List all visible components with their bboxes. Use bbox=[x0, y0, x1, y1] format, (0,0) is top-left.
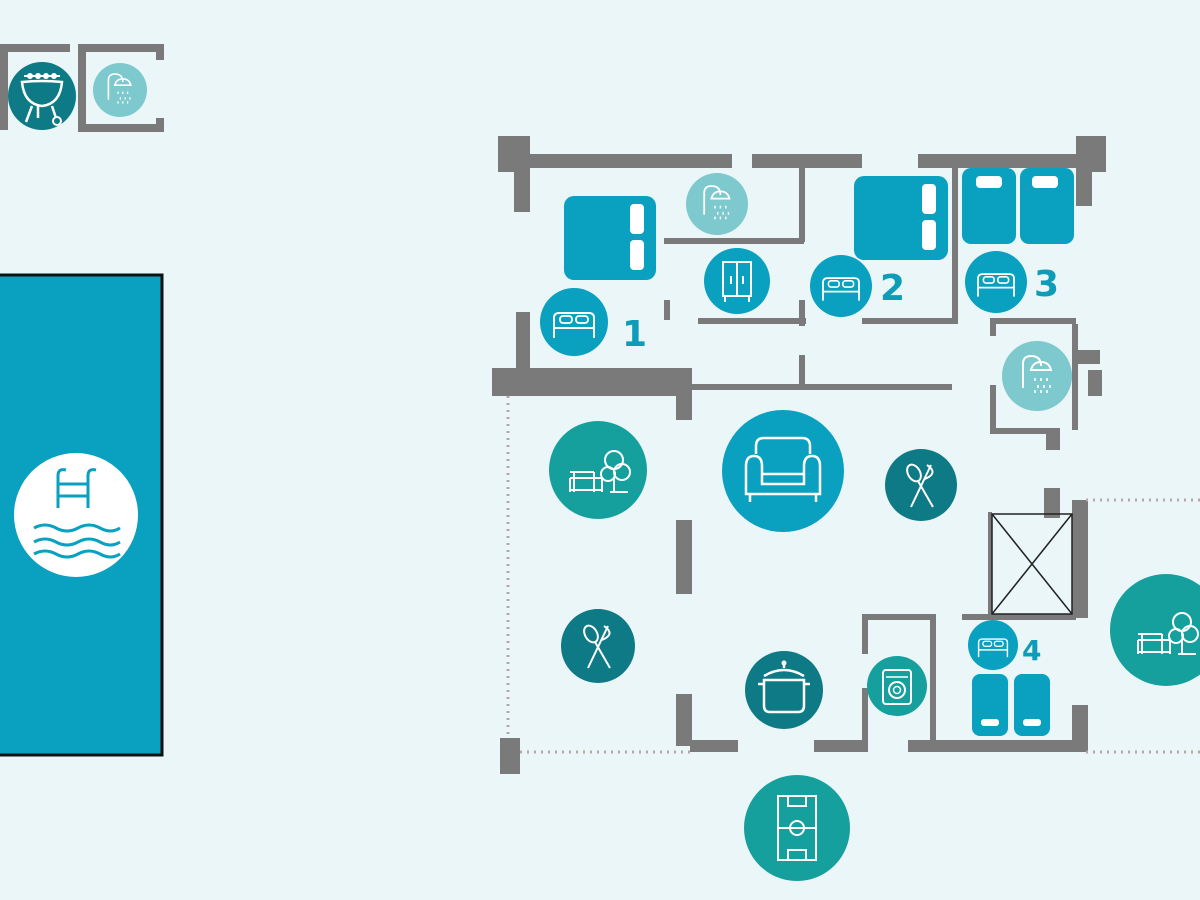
kitchen-pot-icon bbox=[745, 651, 823, 729]
wardrobe-icon bbox=[704, 248, 770, 314]
room-number-1: 1 bbox=[622, 314, 647, 355]
bedroom-4: 4 bbox=[968, 620, 1050, 736]
twin-beds bbox=[962, 168, 1074, 244]
double-bed-icon bbox=[965, 251, 1027, 313]
dining-icon bbox=[561, 609, 635, 683]
washing-machine-icon bbox=[867, 656, 927, 716]
dining-icon bbox=[885, 449, 957, 521]
shower-icon bbox=[1002, 341, 1072, 411]
outdoor-shower-icon bbox=[93, 63, 147, 117]
double-bed bbox=[564, 196, 656, 280]
bedroom-1: 1 bbox=[540, 196, 656, 356]
terrace-boundaries bbox=[506, 396, 1200, 754]
football-pitch-icon bbox=[744, 775, 850, 881]
double-bed-icon bbox=[968, 620, 1018, 670]
garden-icon bbox=[1110, 574, 1200, 686]
shower-icon bbox=[686, 173, 748, 235]
twin-beds bbox=[972, 674, 1050, 736]
swimming-pool bbox=[0, 273, 164, 757]
garden-icon bbox=[549, 421, 647, 519]
sofa-icon bbox=[722, 410, 844, 532]
room-number-4: 4 bbox=[1022, 634, 1041, 667]
bedroom-3: 3 bbox=[962, 168, 1074, 313]
double-bed-icon bbox=[810, 255, 872, 317]
outdoor-bbq-shower-area bbox=[0, 44, 164, 132]
bedroom-2: 2 bbox=[810, 176, 948, 317]
walls bbox=[492, 136, 1106, 774]
room-number-2: 2 bbox=[880, 268, 905, 309]
barbecue-grill-icon bbox=[8, 62, 76, 130]
room-number-3: 3 bbox=[1034, 264, 1059, 305]
stairs-icon bbox=[991, 513, 1073, 615]
swimming-pool-icon bbox=[14, 453, 138, 577]
double-bed-icon bbox=[540, 288, 608, 356]
double-bed bbox=[854, 176, 948, 260]
